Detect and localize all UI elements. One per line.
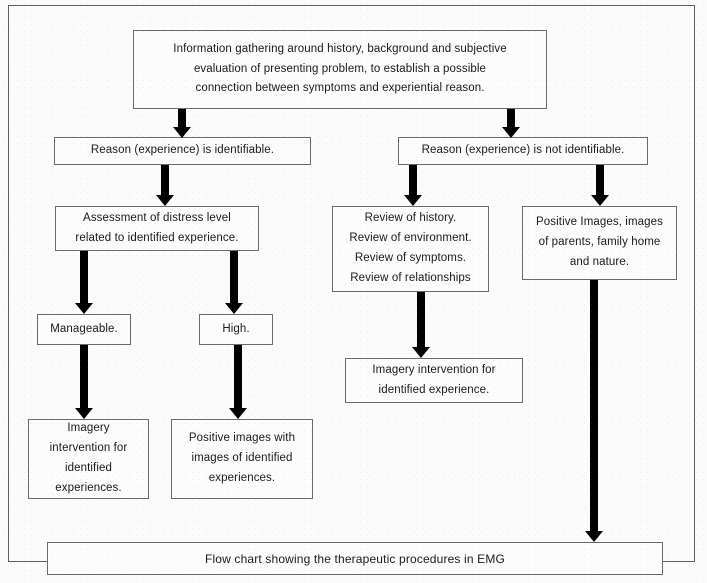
edge-stem	[80, 345, 88, 409]
node-positive-images-with-identified-line-1: Positive images with	[188, 432, 296, 445]
node-intake: Information gathering around history, ba…	[133, 30, 547, 109]
edge-intake-to-identifiable	[172, 109, 192, 138]
node-imagery-identified-experience: Imagery intervention for identified expe…	[345, 358, 523, 403]
arrowhead-down-icon	[585, 531, 603, 542]
node-manageable: Manageable.	[37, 314, 131, 345]
node-positive-images-line-1: Positive Images, images	[536, 216, 663, 229]
node-review-line-1: Review of history.	[364, 212, 457, 225]
edge-stem	[161, 165, 169, 196]
node-imagery-identified-experiences: Imagery intervention for identified expe…	[28, 419, 149, 499]
node-positive-images: Positive Images, images of parents, fami…	[522, 206, 677, 280]
node-reason-not-identifiable-line-1: Reason (experience) is not identifiable.	[421, 144, 625, 157]
node-review-line-2: Review of environment.	[349, 232, 472, 245]
node-reason-not-identifiable: Reason (experience) is not identifiable.	[398, 137, 648, 165]
node-intake-line-3: connection between symptoms and experien…	[195, 82, 485, 95]
edge-stem	[417, 292, 425, 348]
edge-high-to-positive-images	[228, 345, 248, 419]
node-manageable-line-1: Manageable.	[50, 322, 118, 335]
node-imagery-identified-experiences-line-2: intervention for	[49, 442, 128, 455]
node-imagery-identified-experiences-line-4: experiences.	[55, 481, 122, 494]
edge-positive-images-to-caption	[584, 280, 604, 542]
node-reason-identifiable-line-1: Reason (experience) is identifiable.	[90, 144, 275, 157]
arrowhead-down-icon	[75, 408, 93, 419]
diagram-caption-bar: Flow chart showing the therapeutic proce…	[47, 542, 663, 575]
node-review-line-4: Review of relationships	[350, 271, 471, 284]
node-high-line-1: High.	[222, 322, 250, 335]
edge-stem	[230, 251, 238, 304]
node-imagery-identified-experiences-line-3: identified	[64, 462, 113, 474]
node-intake-line-2: evaluation of presenting problem, to est…	[193, 62, 487, 75]
arrowhead-down-icon	[156, 195, 174, 206]
arrowhead-down-icon	[225, 303, 243, 314]
edge-not-identifiable-to-review	[403, 165, 423, 206]
edge-review-to-imagery	[411, 292, 431, 358]
edge-stem	[234, 345, 242, 409]
edge-stem	[507, 109, 515, 128]
node-high: High.	[199, 314, 273, 345]
node-review: Review of history. Review of environment…	[332, 206, 489, 292]
edge-stem	[409, 165, 417, 196]
edge-assessment-to-manageable	[74, 251, 94, 314]
edge-intake-to-not-identifiable	[501, 109, 521, 138]
node-assessment: Assessment of distress level related to …	[55, 206, 259, 251]
edge-manageable-to-imagery	[74, 345, 94, 419]
arrowhead-down-icon	[404, 195, 422, 206]
node-positive-images-with-identified-line-2: images of identified	[191, 452, 293, 465]
node-imagery-identified-experience-line-1: Imagery intervention for	[372, 363, 496, 376]
node-positive-images-with-identified: Positive images with images of identifie…	[171, 419, 313, 499]
node-assessment-line-2: related to identified experience.	[75, 231, 239, 244]
node-imagery-identified-experience-line-2: identified experience.	[378, 383, 490, 396]
arrowhead-down-icon	[502, 127, 520, 138]
edge-stem	[596, 165, 604, 196]
node-intake-line-1: Information gathering around history, ba…	[173, 42, 507, 55]
node-positive-images-line-2: of parents, family home	[538, 236, 661, 249]
node-reason-identifiable: Reason (experience) is identifiable.	[54, 137, 311, 165]
diagram-caption-text: Flow chart showing the therapeutic proce…	[205, 551, 505, 566]
arrowhead-down-icon	[229, 408, 247, 419]
node-imagery-identified-experiences-line-1: Imagery	[67, 422, 110, 435]
node-positive-images-line-3: and nature.	[569, 255, 630, 268]
edge-stem	[178, 109, 186, 128]
arrowhead-down-icon	[75, 303, 93, 314]
edge-not-identifiable-to-positive-images	[590, 165, 610, 206]
edge-identifiable-to-assessment	[155, 165, 175, 206]
node-positive-images-with-identified-line-3: experiences.	[208, 471, 276, 484]
arrowhead-down-icon	[591, 195, 609, 206]
node-review-line-3: Review of symptoms.	[354, 252, 467, 264]
edge-stem	[80, 251, 88, 304]
node-assessment-line-1: Assessment of distress level	[83, 211, 231, 224]
edge-assessment-to-high	[224, 251, 244, 314]
edge-stem	[590, 280, 598, 532]
arrowhead-down-icon	[412, 347, 430, 358]
arrowhead-down-icon	[173, 127, 191, 138]
